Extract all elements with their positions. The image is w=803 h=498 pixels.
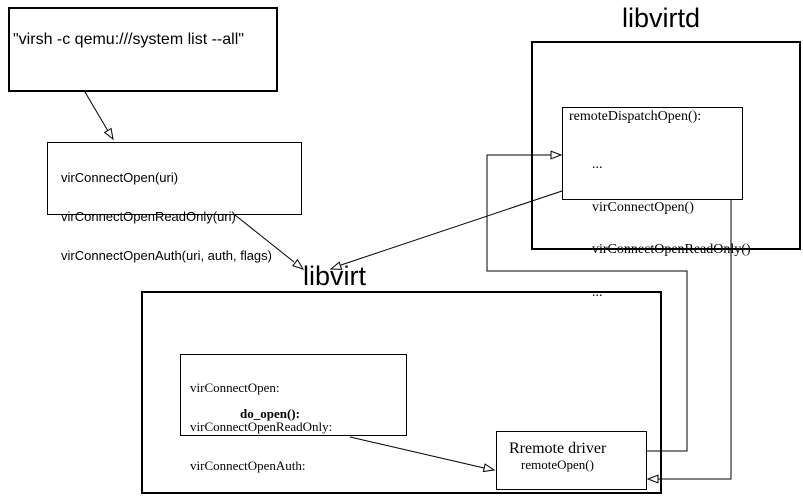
api-calls-text: virConnectOpen(uri) virConnectOpenReadOn… — [61, 145, 272, 288]
do-open-call: do_open(): — [240, 406, 300, 421]
driver-entry-line: virConnectOpenAuth: — [190, 458, 306, 473]
connector-virsh-to-api — [84, 91, 109, 132]
driver-entry-box — [180, 354, 407, 436]
remote-dispatch-line: virConnectOpenReadOnly() — [592, 242, 751, 258]
remote-dispatch-line: ... — [592, 284, 603, 300]
driver-entry-line: virConnectOpen: — [190, 380, 280, 395]
remote-dispatch-line: ... — [592, 157, 603, 172]
arrowhead-virsh-to-api — [103, 127, 114, 141]
api-calls-box — [47, 142, 302, 215]
remote-dispatch-title: remoteDispatchOpen(): — [569, 109, 702, 124]
api-call-line: virConnectOpenAuth(uri, auth, flags) — [61, 248, 272, 263]
virsh-command-text: "virsh -c qemu:///system list --all" — [13, 31, 244, 48]
remote-dispatch-body: ... virConnectOpen() virConnectOpenReadO… — [592, 130, 751, 328]
libvirtd-label: libvirtd — [622, 3, 701, 33]
remote-dispatch-line: virConnectOpen() — [592, 199, 694, 215]
api-call-line: virConnectOpenReadOnly(uri) — [61, 209, 236, 224]
arrowhead-api-to-libvirt — [291, 258, 305, 270]
virsh-command-box — [8, 7, 278, 92]
libvirt-label: libvirt — [303, 261, 367, 291]
api-call-line: virConnectOpen(uri) — [61, 170, 179, 185]
driver-entry-text: virConnectOpen: virConnectOpenReadOnly: … — [190, 355, 332, 498]
connector-dispatch-to-libvirt — [340, 190, 563, 266]
driver-entry-line: virConnectOpenReadOnly: — [190, 419, 333, 434]
remote-open-call: remoteOpen() — [521, 457, 594, 472]
remote-driver-title: Rremote driver — [509, 440, 607, 457]
